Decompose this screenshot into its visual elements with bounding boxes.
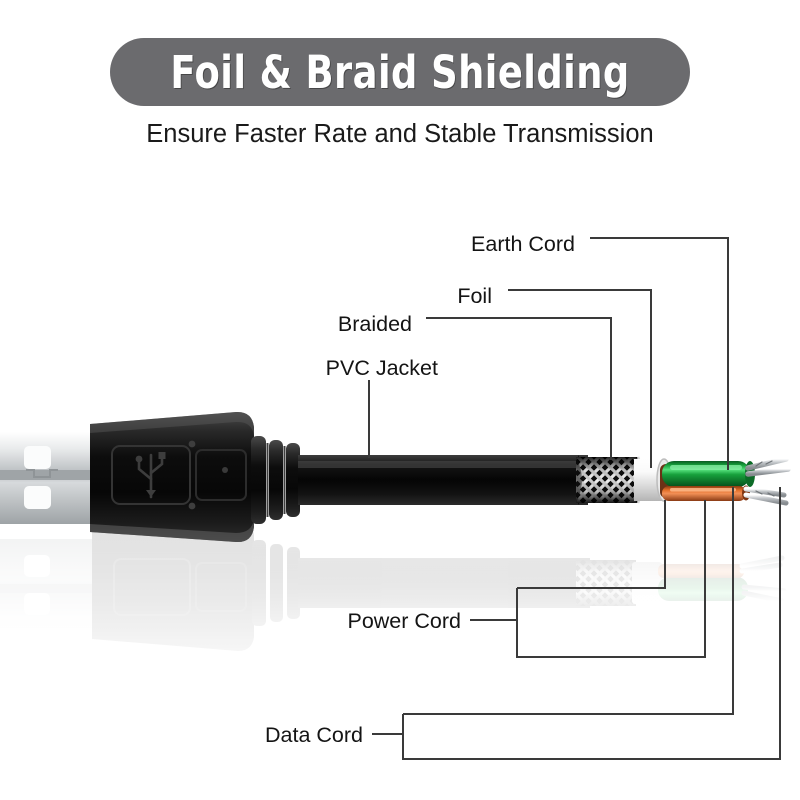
strain-relief xyxy=(251,436,300,524)
usb-trident-icon xyxy=(135,452,166,499)
braided-shield-layer xyxy=(576,456,645,504)
label-power-cord: Power Cord xyxy=(347,609,461,633)
usb-shell-window-top xyxy=(24,446,51,469)
title-banner: Foil & Braid Shielding xyxy=(110,38,690,106)
housing-dot-right xyxy=(222,467,228,473)
usb-shell-window-bottom xyxy=(24,486,51,509)
usb-connector xyxy=(0,411,300,543)
usb-housing xyxy=(90,411,254,543)
housing-dot-bottom xyxy=(188,502,196,510)
label-braided: Braided xyxy=(337,312,412,336)
label-data-cord: Data Cord xyxy=(265,723,363,747)
housing-dot-top xyxy=(188,440,196,448)
label-foil: Foil xyxy=(457,284,492,308)
usb-logo-panel xyxy=(111,445,191,505)
pvc-jacket-layer xyxy=(298,455,588,505)
data-cord-layer xyxy=(662,461,755,487)
power-cord-layer xyxy=(662,485,750,501)
banner-title: Foil & Braid Shielding xyxy=(170,45,630,99)
subtitle: Ensure Faster Rate and Stable Transmissi… xyxy=(146,120,654,148)
label-pvc-jacket: PVC Jacket xyxy=(325,356,438,380)
label-earth-cord: Earth Cord xyxy=(471,232,575,256)
